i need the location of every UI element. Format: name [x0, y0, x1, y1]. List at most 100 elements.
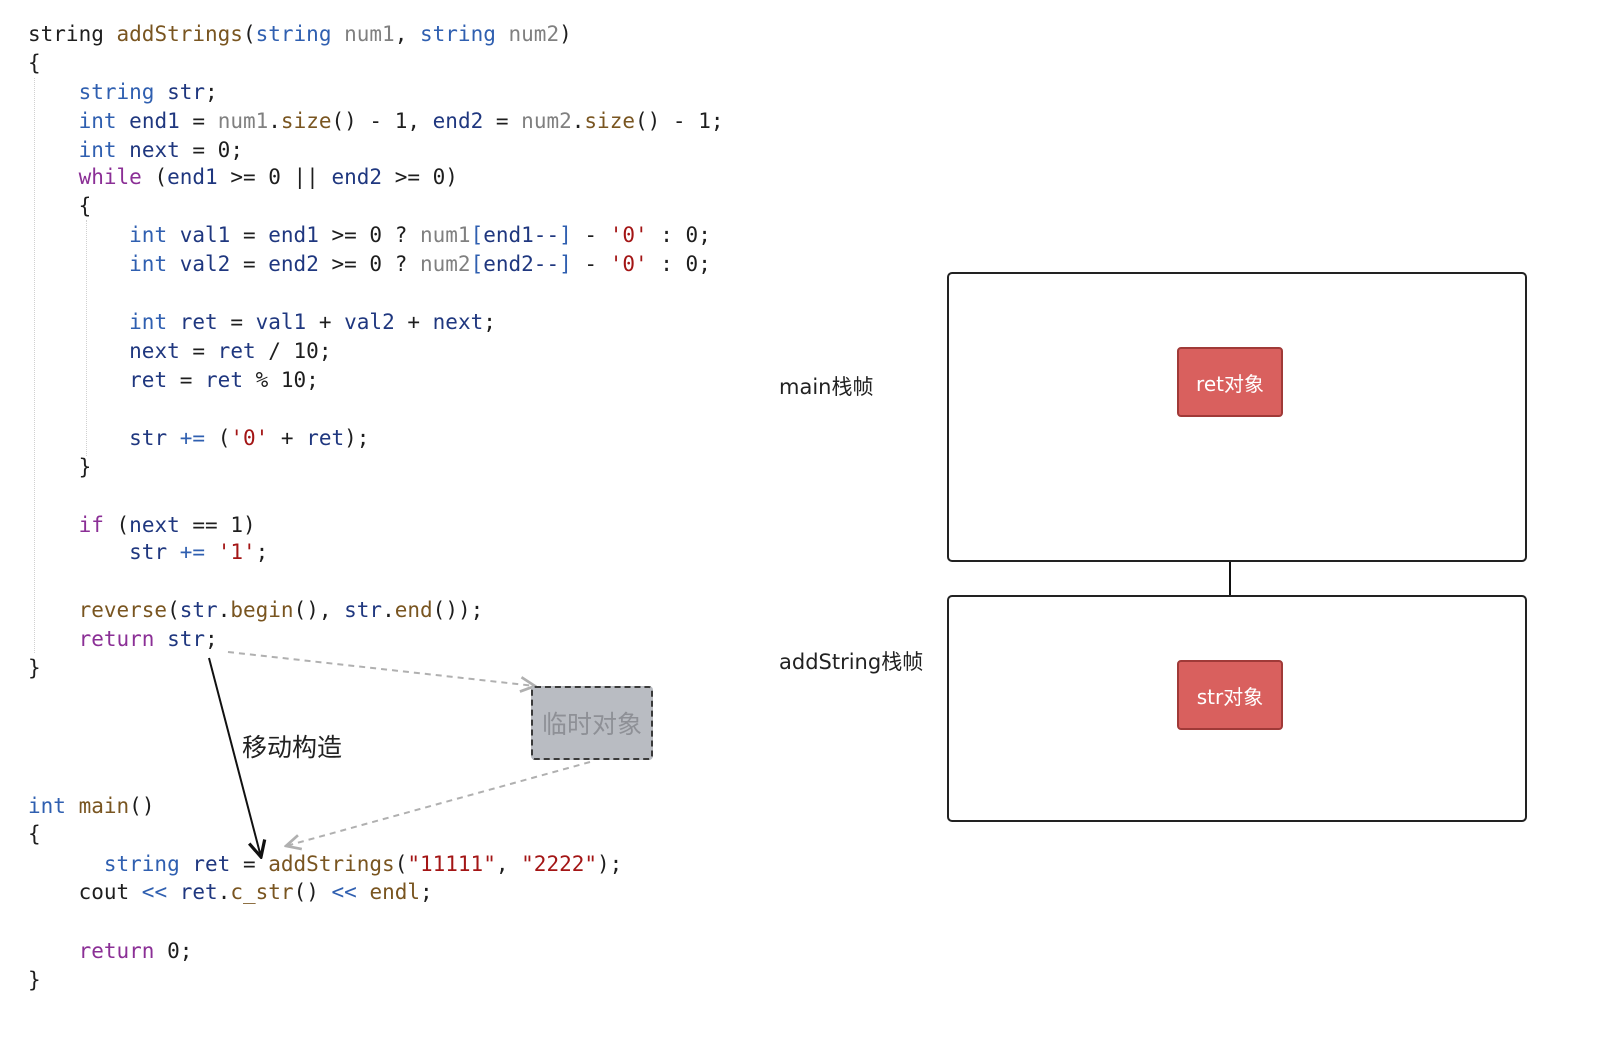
code-token: {: [28, 194, 92, 218]
code-token: [: [470, 223, 484, 247]
code-token: =: [167, 368, 206, 392]
code-token: reverse: [78, 598, 168, 622]
code-token: return: [78, 939, 155, 963]
code-token: begin: [230, 598, 294, 622]
temp-object: 临时对象: [531, 686, 653, 760]
code-token: );: [344, 426, 370, 450]
code-token: -: [571, 223, 610, 247]
code-token: }: [28, 455, 92, 479]
code-token: val2: [179, 252, 231, 276]
code-token: =: [230, 252, 269, 276]
code-token: ;: [205, 627, 218, 651]
code-token: int: [129, 252, 168, 276]
code-token: ret: [306, 426, 345, 450]
code-token: ;: [483, 310, 496, 334]
code-line: str += ('0' + ret);: [28, 424, 369, 452]
code-token: "2222": [521, 852, 598, 876]
code-token: ret: [205, 368, 243, 392]
code-token: ): [559, 22, 572, 46]
code-token: cout: [78, 880, 142, 904]
code-token: =: [179, 339, 218, 363]
code-token: (: [242, 22, 256, 46]
code-token: = 0;: [179, 138, 243, 162]
code-token: str: [129, 426, 168, 450]
code-token: == 1): [179, 513, 256, 537]
code-token: : 0;: [647, 252, 711, 276]
code-token: num2: [521, 109, 572, 133]
code-line: string str;: [28, 78, 218, 106]
code-line: if (next == 1): [28, 511, 256, 539]
code-token: '0': [609, 223, 648, 247]
code-token: num2: [508, 22, 560, 46]
code-token: size: [584, 109, 635, 133]
code-token: +: [268, 426, 307, 450]
code-line: {: [28, 192, 92, 220]
code-token: str: [167, 627, 206, 651]
code-token: num1: [217, 109, 269, 133]
code-token: -: [571, 252, 610, 276]
code-token: (): [293, 880, 332, 904]
code-token: end2: [432, 109, 484, 133]
code-token: (: [394, 852, 408, 876]
code-line: int val2 = end2 >= 0 ? num2[end2--] - '0…: [28, 250, 711, 278]
code-line: {: [28, 820, 41, 848]
move-construct-arrow: [208, 657, 261, 857]
code-token: =: [483, 109, 522, 133]
code-token: str: [344, 598, 383, 622]
code-token: num2: [420, 252, 471, 276]
code-token: str: [167, 80, 206, 104]
move-construct-label: 移动构造: [242, 733, 343, 762]
code-line: int val1 = end1 >= 0 ? num1[end1--] - '0…: [28, 221, 711, 249]
code-line: return str;: [28, 625, 218, 653]
code-line: string ret = addStrings("11111", "2222")…: [28, 850, 622, 878]
code-token: int: [129, 310, 168, 334]
code-line: string addStrings(string num1, string nu…: [28, 20, 572, 48]
code-token: str: [129, 540, 168, 564]
code-token: int: [28, 794, 66, 818]
code-line: int end1 = num1.size() - 1, end2 = num2.…: [28, 107, 724, 135]
code-line: str += '1';: [28, 538, 268, 566]
code-token: main: [78, 794, 130, 818]
code-token: string: [255, 22, 332, 46]
code-line: }: [28, 453, 92, 481]
str-object: str对象: [1177, 660, 1283, 730]
code-token: / 10;: [255, 339, 332, 363]
code-token: int: [78, 138, 117, 162]
code-line: int main(): [28, 792, 154, 820]
code-token: ());: [432, 598, 484, 622]
code-token: +: [306, 310, 345, 334]
code-token: .: [571, 109, 585, 133]
code-token: }: [28, 968, 41, 992]
code-token: end2--: [483, 252, 560, 276]
code-token: return: [78, 627, 155, 651]
code-token: if: [78, 513, 104, 537]
code-token: num1: [344, 22, 395, 46]
return-to-temp-arrow: [227, 651, 535, 686]
code-token: +: [394, 310, 433, 334]
code-line: return 0;: [28, 937, 193, 965]
code-token: (: [205, 426, 231, 450]
code-token: ret: [192, 852, 231, 876]
temp-to-ret-arrow: [286, 761, 591, 846]
code-token: val1: [179, 223, 231, 247]
code-token: .: [217, 598, 231, 622]
code-token: =: [217, 310, 256, 334]
code-line: {: [28, 49, 41, 77]
code-token: (: [141, 165, 168, 189]
code-token: =: [179, 109, 218, 133]
code-line: next = ret / 10;: [28, 337, 331, 365]
code-token: <<: [141, 880, 168, 904]
code-token: while: [78, 165, 142, 189]
code-token: <<: [331, 880, 357, 904]
code-token: int: [78, 109, 117, 133]
code-token: () - 1;: [634, 109, 724, 133]
code-token: str: [179, 598, 218, 622]
code-token: ret: [129, 368, 168, 392]
code-token: next: [129, 513, 180, 537]
code-token: }: [28, 656, 41, 680]
code-token: ;: [255, 540, 269, 564]
code-token: string: [103, 852, 180, 876]
code-token: 0;: [154, 939, 193, 963]
code-token: >= 0 ?: [318, 223, 420, 247]
code-token: [: [470, 252, 484, 276]
